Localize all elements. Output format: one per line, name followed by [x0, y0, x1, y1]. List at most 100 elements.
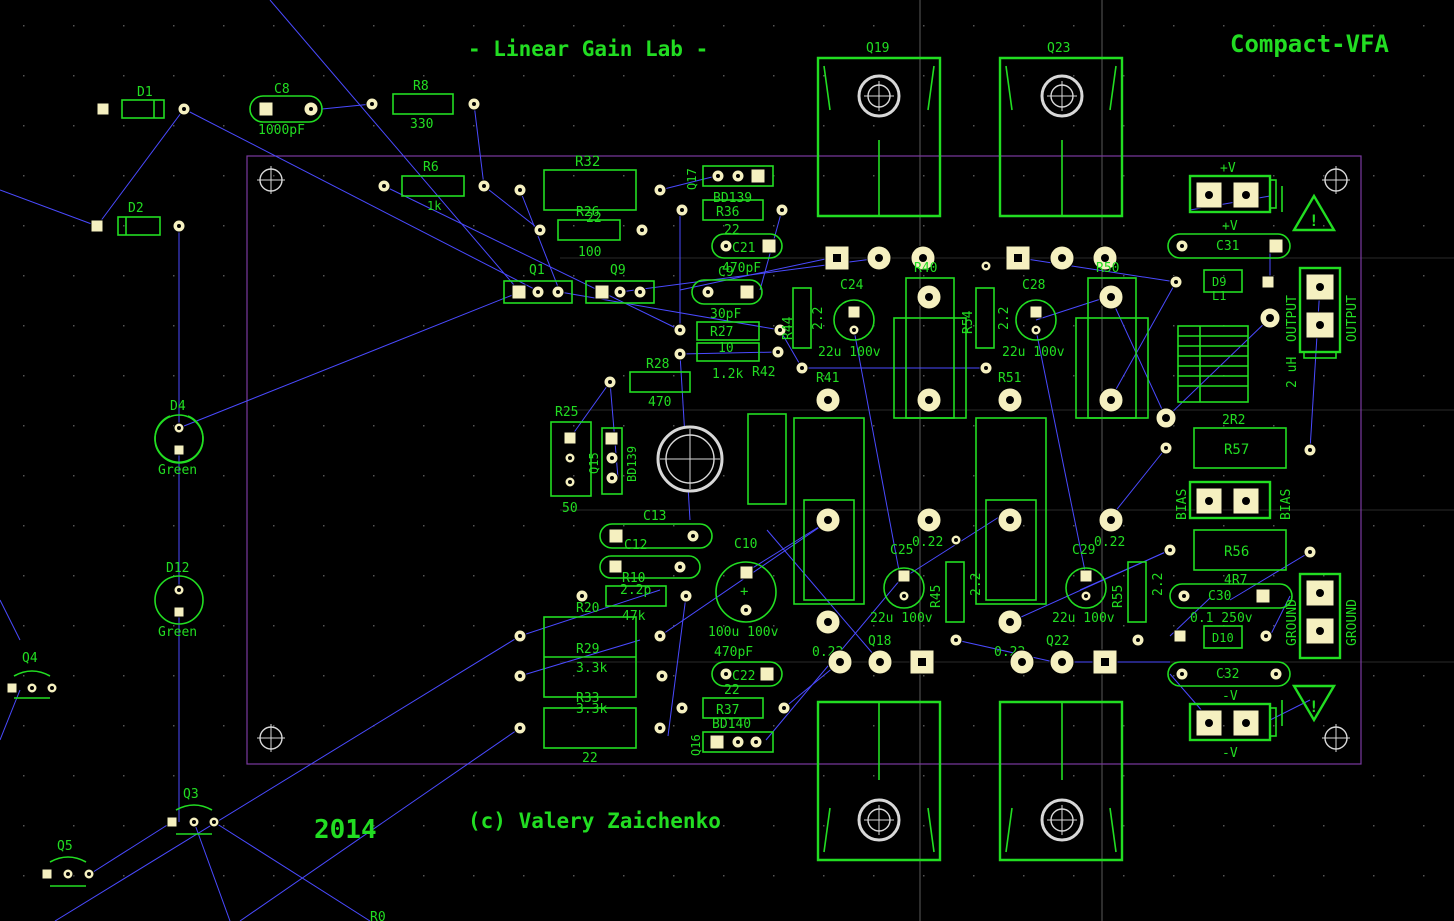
grid-dot — [1023, 825, 1025, 827]
resistor-r51-body[interactable]: 0.22 — [975, 417, 1047, 660]
transistor-q16[interactable]: Q16 BD140 — [689, 717, 774, 756]
connector-output[interactable]: OUTPUT OUTPUT — [1285, 266, 1360, 359]
resistor-r56[interactable]: R56 4R7 — [1163, 529, 1317, 588]
power-transistor-q19[interactable]: Q19 — [816, 41, 942, 218]
diode-d10[interactable]: D10 — [1173, 625, 1273, 649]
power-transistor-q23[interactable]: Q23 — [998, 41, 1124, 218]
resistor-r8[interactable]: R8 330 — [365, 79, 481, 132]
resistor-r32[interactable]: R32 — [513, 154, 667, 211]
resistor-r10[interactable]: R10 2.2p 47k — [575, 571, 693, 624]
grid-dot — [273, 275, 275, 277]
grid-dot — [1323, 75, 1325, 77]
power-transistor-q18[interactable] — [816, 700, 942, 862]
capacitor-c24[interactable]: C24 22u 100v — [818, 278, 881, 360]
grid-dot — [273, 175, 275, 177]
diode-d9[interactable]: D9 L1 — [1169, 269, 1275, 303]
grid-dot — [973, 175, 975, 177]
grid-dot — [473, 75, 475, 77]
resistor-r45[interactable]: R45 2.2 — [929, 534, 984, 647]
capacitor-c25[interactable]: C25 22u 100v — [870, 543, 933, 626]
capacitor-c31[interactable]: C31 — [1167, 233, 1291, 259]
grid-dot — [1323, 125, 1325, 127]
label-ground-left: GROUND — [1285, 599, 1300, 646]
diode-d2[interactable]: D2 — [90, 201, 186, 236]
grid-dot — [523, 225, 525, 227]
mount-hole — [1322, 724, 1350, 752]
transistor-q1[interactable]: Q1 — [503, 263, 573, 304]
connector-ground[interactable]: GROUND GROUND — [1285, 572, 1360, 660]
resistor-r51[interactable]: R51 — [997, 371, 1023, 413]
led-d12[interactable]: D12 Green — [154, 561, 204, 640]
resistor-r57[interactable]: 2R2 R57 — [1159, 413, 1317, 469]
grid-dot — [723, 475, 725, 477]
capacitor-c29[interactable]: C29 22u 100v — [1052, 543, 1115, 626]
grid-dot — [723, 325, 725, 327]
grid-dot — [1073, 375, 1075, 377]
resistor-r54[interactable]: R54 2.2 — [961, 260, 1012, 375]
grid-dot — [73, 375, 75, 377]
transistor-q17[interactable]: Q17 BD139 — [685, 165, 774, 206]
transistor-q15[interactable]: Q15 BD139 — [587, 427, 639, 495]
q18-pads[interactable]: Q18 — [827, 634, 935, 675]
capacitor-c13[interactable]: C13 — [599, 509, 713, 549]
diode-d1[interactable]: D1 — [96, 85, 191, 119]
connector-vminus[interactable]: -V -V — [1188, 689, 1277, 761]
grid-dot — [1423, 525, 1425, 527]
resistor-r36[interactable]: R36 22 — [675, 199, 789, 238]
inductor-l1[interactable]: 2 uH — [1155, 307, 1300, 429]
grid-dot — [623, 75, 625, 77]
transistor-q4[interactable]: Q4 — [6, 651, 58, 699]
transistor-q5[interactable]: Q5 — [41, 839, 95, 887]
resistor-r6[interactable]: R6 1k — [377, 160, 491, 213]
grid-dot — [1173, 375, 1175, 377]
resistor-r41[interactable]: R41 — [815, 371, 841, 413]
resistor-pad-mid[interactable]: 0.22 0.22 — [912, 507, 1125, 550]
resistor-r44[interactable]: R44 2.2 — [781, 287, 826, 375]
resistor-r28[interactable]: R28 470 — [603, 357, 691, 410]
capacitor-c10[interactable]: + C10 100u 100v — [708, 537, 779, 640]
capacitor-c8[interactable]: C8 1000pF — [249, 82, 323, 138]
resistor-r40[interactable]: R40 — [893, 261, 967, 419]
resistor-r26[interactable]: R26 22 100 — [533, 205, 649, 260]
resistor-r37[interactable]: 22 R37 — [675, 683, 791, 719]
grid-dot — [1373, 725, 1375, 727]
grid-dot — [1373, 425, 1375, 427]
power-transistor-q22[interactable] — [998, 700, 1124, 862]
led-d4[interactable]: D4 Green — [154, 399, 204, 478]
resistor-r41-body[interactable]: 0.22 — [793, 417, 865, 660]
resistor-r27[interactable]: R27 10 — [673, 321, 787, 362]
transistor-q9[interactable]: Q9 — [585, 263, 655, 304]
grid-dot — [23, 725, 25, 727]
capacitor-c28[interactable]: C28 22u 100v — [1002, 278, 1065, 360]
q23-pads[interactable] — [1005, 245, 1118, 271]
grid-dot — [323, 675, 325, 677]
capacitor-c32[interactable]: C32 — [1167, 661, 1291, 687]
grid-dot — [1423, 475, 1425, 477]
connector-bias[interactable]: BIAS BIAS — [1175, 480, 1294, 520]
q19-pads[interactable] — [824, 245, 936, 271]
capacitor-c9[interactable]: C9 30pF — [691, 265, 763, 322]
resistor-r50[interactable]: R50 — [1075, 261, 1149, 419]
capacitor-c30[interactable]: C30 0.1 250v — [1169, 583, 1293, 626]
transistor-q3[interactable]: Q3 — [166, 787, 220, 835]
resistor-r22[interactable]: 22 — [513, 707, 667, 766]
grid-dot — [123, 725, 125, 727]
grid-dot — [173, 375, 175, 377]
resistor-r42[interactable]: R42 1.2k — [673, 345, 785, 382]
capacitor-c21[interactable]: C21 470pF — [711, 233, 783, 276]
capacitor-c12[interactable]: C12 — [599, 538, 701, 579]
capacitor-c22[interactable]: 470pF C22 — [711, 645, 783, 687]
grid-dot — [173, 575, 175, 577]
trimpot-r25[interactable]: R25 50 — [550, 405, 592, 516]
grid-dot — [1073, 325, 1075, 327]
grid-dot — [973, 425, 975, 427]
q22-pads[interactable]: Q22 — [1009, 634, 1118, 675]
grid-dot — [1423, 625, 1425, 627]
resistor-r29[interactable]: R20 R29 3.3k R33 3.3k — [513, 601, 669, 717]
grid-dot — [273, 875, 275, 877]
grid-dot — [773, 525, 775, 527]
resistor-r55[interactable]: R55 2.2 — [1111, 561, 1166, 647]
grid-dot — [173, 25, 175, 27]
connector-vplus[interactable]: +V +V — [1188, 161, 1277, 234]
